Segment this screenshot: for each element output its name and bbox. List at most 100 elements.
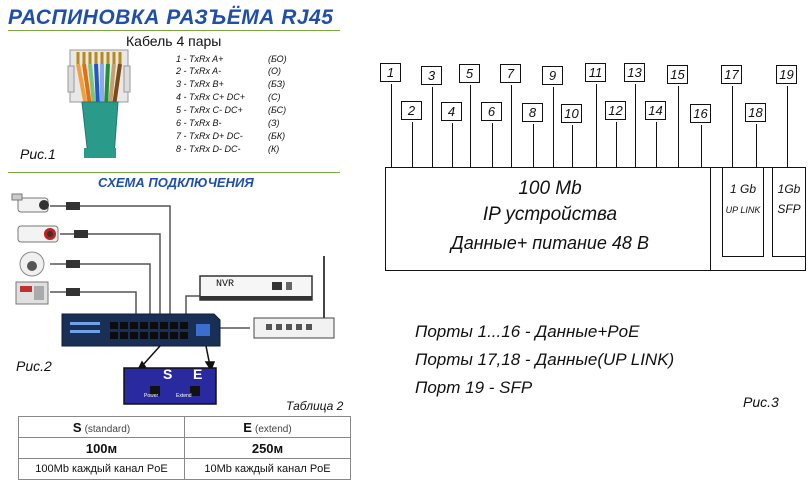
mode-extend-label: Extend xyxy=(176,393,192,399)
pin-8-color: (К) xyxy=(268,144,280,154)
pin-7: 7 - TxRx D+ DC- xyxy=(176,131,243,141)
tick xyxy=(470,85,471,167)
port-number: 9 xyxy=(542,66,563,85)
value-standard: 100м xyxy=(18,437,185,459)
head-e: E xyxy=(243,419,252,435)
port-number: 4 xyxy=(441,102,462,121)
port-number: 1 xyxy=(380,63,401,82)
switch-ports-box xyxy=(385,167,806,271)
port-number: 14 xyxy=(645,101,666,120)
mode-e-label: E xyxy=(193,366,203,382)
sfp-port-box xyxy=(772,167,806,257)
box-camera-icon xyxy=(17,225,59,243)
pin-4: 4 - TxRx C+ DC+ xyxy=(176,92,246,102)
tick xyxy=(572,125,573,167)
legend-line-1: Порты 1...16 - Данные+PoE xyxy=(415,322,640,341)
tick xyxy=(391,84,392,167)
table-row: 100м 250м xyxy=(18,437,351,459)
tick xyxy=(533,124,534,167)
tick xyxy=(656,122,657,167)
figure-2-label: Рис.2 xyxy=(16,358,52,374)
port-number: 17 xyxy=(721,65,742,84)
pin-8: 8 - TxRx D- DC- xyxy=(176,144,241,154)
ports-divider xyxy=(710,167,711,271)
head-e-sub: (extend) xyxy=(255,423,292,435)
desc-extend: 10Mb каждый канал PoE xyxy=(184,458,351,480)
pin-3: 3 - TxRx B+ xyxy=(176,79,224,89)
tick xyxy=(787,86,788,167)
port-number: 11 xyxy=(585,63,606,82)
desc-standard: 100Mb каждый канал PoE xyxy=(18,458,185,480)
tick xyxy=(492,123,493,167)
ports-power-info: Данные+ питание 48 В xyxy=(451,233,649,253)
pin-6: 6 - TxRx B- xyxy=(176,118,222,128)
mode-switch-box xyxy=(123,367,217,405)
mode-table: S (standard) E (extend) 100м 250м 100Mb … xyxy=(18,416,351,480)
pin-2: 2 - TxRx A- xyxy=(176,66,222,76)
tick xyxy=(452,123,453,167)
access-panel-icon xyxy=(15,281,49,305)
pin-2-color: (О) xyxy=(268,66,281,76)
figure-1-label: Рис.1 xyxy=(20,146,56,162)
port-number: 3 xyxy=(421,66,442,85)
title-divider xyxy=(8,30,340,31)
pin-3-color: (БЗ) xyxy=(268,79,286,89)
connection-scheme xyxy=(11,193,335,405)
pin-7-color: (БК) xyxy=(268,131,286,141)
tick xyxy=(596,84,597,167)
port-number: 2 xyxy=(401,101,422,120)
table-head-extend: E (extend) xyxy=(184,416,351,438)
pin-1: 1 - TxRx A+ xyxy=(176,54,224,64)
tick xyxy=(756,124,757,167)
table-head-standard: S (standard) xyxy=(18,416,185,438)
table-row: S (standard) E (extend) xyxy=(18,416,351,438)
poe-switch-device xyxy=(61,313,221,347)
port-number: 12 xyxy=(605,101,626,120)
tick xyxy=(553,87,554,167)
port-number: 13 xyxy=(624,63,645,82)
pinout-title: РАСПИНОВКА РАЗЪЁМА RJ45 xyxy=(8,6,334,29)
pin-1-color: (БО) xyxy=(268,54,287,64)
table-title: Таблица 2 xyxy=(286,399,344,413)
nvr-device xyxy=(199,275,313,301)
pin-5: 5 - TxRx C- DC+ xyxy=(176,105,243,115)
router-device xyxy=(253,256,335,339)
uplink-label: UP LINK xyxy=(725,205,761,215)
bullet-camera-icon xyxy=(11,193,49,213)
head-s: S xyxy=(72,419,82,435)
table-row: 100Mb каждый канал PoE 10Mb каждый канал… xyxy=(18,458,351,480)
tick xyxy=(616,122,617,167)
port-number: 7 xyxy=(500,64,521,83)
uplink-speed: 1 Gb xyxy=(729,182,756,196)
port-number: 5 xyxy=(459,64,480,83)
tick xyxy=(732,86,733,167)
port-number: 10 xyxy=(561,104,582,123)
tick xyxy=(635,84,636,167)
cable-title: Кабель 4 пары xyxy=(126,33,222,49)
port-number: 18 xyxy=(745,103,766,122)
pin-4-color: (С) xyxy=(268,92,281,102)
rj45-connector-icon xyxy=(67,49,131,158)
head-s-sub: (standard) xyxy=(84,423,131,435)
sfp-speed: 1Gb xyxy=(777,182,801,196)
port-number: 16 xyxy=(690,104,711,123)
scheme-divider xyxy=(8,172,340,173)
figure-3-label: Рис.3 xyxy=(743,394,779,410)
port-number: 19 xyxy=(776,65,797,84)
legend-line-2: Порты 17,18 - Данные(UP LINK) xyxy=(415,350,675,369)
tick xyxy=(412,122,413,167)
pin-5-color: (БС) xyxy=(268,105,287,115)
port-number: 6 xyxy=(481,102,502,121)
mode-power-label: Power xyxy=(144,393,159,399)
tick xyxy=(678,86,679,167)
uplink-ports-box xyxy=(722,167,764,257)
mode-s-label: S xyxy=(163,366,173,382)
tick xyxy=(432,87,433,167)
scheme-title: СХЕМА ПОДКЛЮЧЕНИЯ xyxy=(98,175,254,190)
dome-camera-icon xyxy=(19,251,45,277)
port-number: 15 xyxy=(667,65,688,84)
tick xyxy=(511,85,512,167)
ports-speed: 100 Mb xyxy=(518,178,582,199)
value-extend: 250м xyxy=(184,437,351,459)
legend-line-3: Порт 19 - SFP xyxy=(415,378,533,397)
